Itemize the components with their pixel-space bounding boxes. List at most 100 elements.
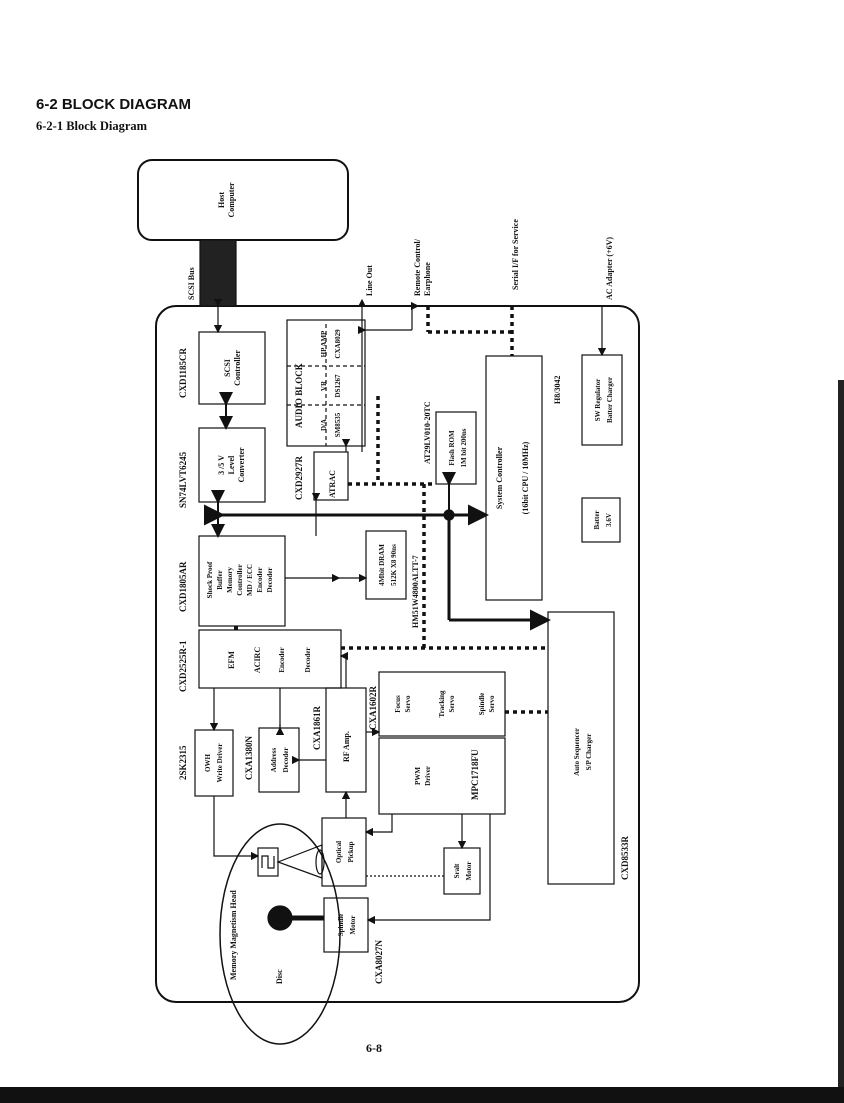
spindle-motor-label-2: Motor [349, 915, 357, 934]
host-computer-label-2: Computer [227, 182, 236, 218]
h8-3042-label: H8/3042 [553, 376, 562, 404]
hm51w4800-label: HM51W4800ALTT-7 [411, 555, 420, 628]
remote-control-label-2: Earphone [423, 262, 432, 296]
owh-label-2: Write Driver [216, 744, 224, 783]
scsi-controller-label-2: Controller [233, 350, 242, 386]
address-decoder-label-1: Address [270, 748, 278, 773]
shock-proof-label-7: Decoder [266, 568, 274, 593]
serial-if-label: Serial I/F for Service [511, 219, 520, 290]
efm-label: EFM [227, 651, 236, 669]
sralt-motor-box [443, 847, 481, 895]
cxd1805ar-label: CXD1805AR [178, 561, 188, 612]
shock-proof-label-6: Encoder [256, 567, 264, 592]
spindle-servo-label-2: Servo [488, 695, 496, 713]
shock-proof-label-2: Buffer [216, 570, 224, 589]
page-number: 6-8 [366, 1041, 382, 1055]
hp-amp-label-1: HP AMP [320, 330, 328, 357]
cxd2927r-label: CXD2927R [294, 456, 304, 500]
auto-sequencer-label-2: S/P Charger [585, 734, 593, 771]
focus-servo-label-2: Servo [404, 695, 412, 713]
address-decoder-label-2: Decoder [282, 748, 290, 773]
main-board-frame [155, 305, 640, 1003]
da-label-2: SM8535 [334, 412, 342, 437]
batter-label-2: 3.6V [605, 513, 613, 527]
auto-sequencer-label-1: Auto Sequencer [573, 728, 581, 776]
efm-decoder-label: Decoder [304, 648, 312, 673]
atrac-label: ATRAC [328, 470, 337, 498]
cxa1380n-label: CXA1380N [244, 736, 254, 780]
vr-label-1: VR [320, 380, 328, 391]
tracking-servo-label-1: Tracking [438, 690, 446, 718]
batter-box [581, 497, 621, 543]
focus-servo-label-1: Focus [394, 695, 402, 713]
dram-label-2: 512K X8 90ns [390, 544, 398, 586]
pwm-driver-box [378, 737, 506, 815]
tracking-servo-label-2: Servo [448, 695, 456, 713]
at29lv010-label: AT29LV010-20TC [423, 401, 432, 464]
cxa8027n-label: CXA8027N [374, 940, 384, 984]
host-computer-box [137, 159, 349, 241]
auto-sequencer-box [547, 611, 615, 885]
vr-label-2: DS1267 [334, 374, 342, 397]
scan-bottom-bar [0, 1087, 844, 1103]
flash-rom-box [435, 411, 477, 485]
system-controller-label-2: (16bit CPU / 10MHz) [521, 441, 530, 514]
scsi-bus-label: SCSI Bus [187, 267, 196, 300]
shock-proof-label-5: MD / ECC [246, 564, 254, 596]
scsi-controller-label-1: SCSI [223, 359, 232, 377]
sralt-motor-label-2: Motor [465, 861, 473, 880]
line-out-label: Line Out [365, 265, 374, 296]
disc-label: Disc [275, 969, 284, 984]
level-converter-label-1: 3 /5 V [217, 455, 226, 475]
cxd8533r-label: CXD8533R [620, 836, 630, 880]
disc-shape [219, 823, 341, 1045]
shock-proof-label-1: Shock Proof [206, 561, 214, 598]
shock-proof-label-4: Controller [236, 564, 244, 595]
pwm-driver-label-1: PWM [414, 767, 422, 785]
section-title: 6-2 BLOCK DIAGRAM [36, 96, 192, 113]
servo-box [378, 671, 506, 737]
scan-edge [838, 380, 844, 1087]
cxd2525r-label: CXD2525R-1 [178, 640, 188, 692]
flash-rom-label-1: Flash ROM [448, 430, 456, 466]
shock-proof-box [198, 535, 286, 627]
atrac-box [313, 451, 349, 501]
flash-rom-label-2: 1M bit 200ns [460, 428, 468, 467]
hp-amp-label-2: CXA8029 [334, 329, 342, 359]
level-converter-label-3: Converter [237, 447, 246, 483]
remote-control-label-1: Remote Control/ [413, 238, 422, 296]
spindle-servo-label-1: Spindle [478, 693, 486, 716]
cxd1185cr-label: CXD1185CR [178, 347, 188, 398]
system-controller-label-1: System Controller [495, 446, 504, 509]
acirc-label: ACIRC [253, 647, 262, 673]
shock-proof-label-3: Memory [226, 567, 234, 593]
address-decoder-box [258, 727, 300, 793]
sw-regulator-label-2: Batter Charger [606, 377, 614, 423]
host-computer-label-1: Host [217, 192, 226, 208]
pwm-driver-label-2: Driver [424, 766, 432, 786]
owh-write-driver-box [194, 729, 234, 797]
sw-regulator-box [581, 354, 623, 446]
scsi-bus-bar [199, 239, 237, 307]
spindle-motor-box [323, 897, 369, 953]
scsi-controller-box [198, 331, 266, 405]
efm-acirc-box [198, 629, 342, 689]
optical-pickup-box [321, 817, 367, 887]
spindle-hub [267, 905, 293, 931]
batter-label-1: Batter [593, 510, 601, 529]
ac-adapter-label: AC Adapter (+6V) [605, 237, 614, 300]
dram-box [365, 530, 407, 600]
subsection-title: 6-2-1 Block Diagram [36, 119, 148, 133]
cxa1602r-label: CXA1602R [368, 686, 378, 730]
twosk2315-label: 2SK2315 [178, 745, 188, 780]
optical-pickup-label-1: Optical [335, 841, 343, 863]
level-converter-label-2: Level [227, 455, 236, 474]
system-controller-box [485, 355, 543, 601]
owh-label-1: OWH [204, 754, 212, 772]
efm-encoder-label: Encoder [278, 647, 286, 672]
cxa1861r-label: CXA1861R [312, 706, 322, 750]
da-label-1: D/A [320, 419, 328, 431]
sralt-motor-label-1: Sralt [453, 863, 461, 878]
optical-pickup-label-2: Pickup [347, 841, 355, 862]
